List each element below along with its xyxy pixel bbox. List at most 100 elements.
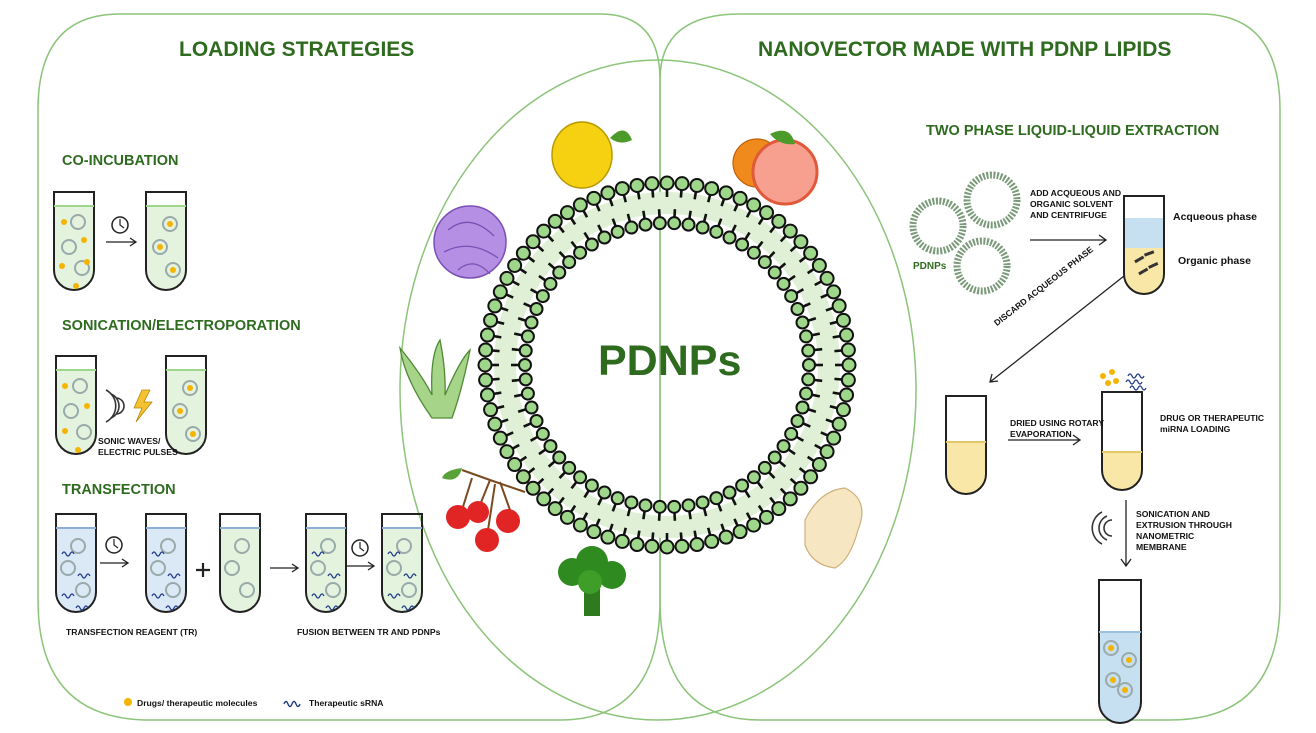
discard-arrow — [989, 275, 1125, 383]
sonication-tube-1 — [55, 355, 97, 455]
lemon-icon — [551, 121, 632, 189]
sonication-tube-2 — [165, 355, 207, 455]
lipid-head — [732, 524, 748, 540]
transfection-tube — [305, 513, 347, 613]
lipid-head — [767, 265, 782, 280]
cherry-icon — [442, 468, 526, 552]
lipid-head — [572, 517, 588, 533]
lipid-head — [524, 400, 539, 415]
lipid-head — [782, 491, 798, 507]
lipid-head — [547, 501, 563, 517]
broccoli-icon — [558, 546, 626, 616]
lipid-head — [790, 302, 805, 317]
lipid-head — [644, 538, 660, 554]
final-tube — [1098, 579, 1142, 724]
lipid-head — [831, 298, 847, 314]
left-panel-outline — [37, 13, 661, 721]
step1-line1: ADD ACQUEOUS AND — [1030, 188, 1122, 198]
lipid-head — [644, 176, 660, 192]
lipid-head — [559, 509, 575, 525]
legend-srna-label: Therapeutic sRNA — [309, 698, 384, 708]
lipid-head — [802, 358, 816, 372]
lipid-head — [499, 270, 515, 286]
lipid-head — [746, 517, 762, 533]
orange-icon — [732, 130, 819, 206]
arrow — [270, 563, 300, 573]
lipid-head — [573, 245, 588, 260]
lipid-head — [819, 270, 835, 286]
lipid-head — [839, 387, 855, 403]
lipid-head — [552, 450, 567, 465]
lipid-head — [586, 190, 602, 206]
lipid-head — [573, 470, 588, 485]
lipid-bilayer — [477, 175, 857, 555]
lipid-head — [674, 176, 690, 192]
lipid-head — [782, 223, 798, 239]
lipid-head — [759, 509, 775, 525]
lipid-head — [652, 216, 667, 231]
lipid-head — [776, 276, 791, 291]
lipid-head — [652, 499, 667, 514]
drug-dots — [1100, 369, 1119, 386]
lipid-head — [479, 327, 495, 343]
sound-wave-icon — [1091, 511, 1113, 545]
lipid-head — [638, 217, 653, 232]
lipid-head — [572, 197, 588, 213]
lightning-icon — [133, 389, 153, 423]
legend-drugs-label: Drugs/ therapeutic molecules — [137, 698, 258, 708]
dried-tube — [945, 395, 987, 495]
lipid-head — [695, 220, 710, 235]
legend-drug-dot — [124, 698, 132, 706]
lipid-head — [543, 439, 558, 454]
transfection-tube — [55, 513, 97, 613]
lipid-head — [536, 491, 552, 507]
center-ellipse — [399, 59, 917, 721]
lipid-head — [704, 181, 720, 197]
arrow — [1008, 434, 1082, 446]
lipid-head — [819, 444, 835, 460]
arrow — [1030, 234, 1108, 246]
co-incubation-tube-1 — [53, 191, 95, 291]
co-incubation-tube-2 — [145, 191, 187, 291]
lipid-head — [767, 450, 782, 465]
lipid-head — [487, 298, 503, 314]
lipid-head — [746, 245, 761, 260]
extraction-heading: TWO PHASE LIQUID-LIQUID EXTRACTION — [926, 123, 1220, 139]
lipid-head — [535, 426, 550, 441]
lipid-head — [803, 245, 819, 261]
co-incubation-heading: CO-INCUBATION — [62, 153, 179, 169]
lipid-head — [784, 426, 799, 441]
lipid-head — [803, 469, 819, 485]
lipid-head — [659, 175, 675, 191]
lipid-head — [586, 524, 602, 540]
lipid-head — [689, 537, 705, 553]
lipid-head — [518, 343, 533, 358]
lipid-head — [562, 460, 577, 475]
lipid-head — [839, 327, 855, 343]
lipid-head — [801, 372, 816, 387]
dried-line1: DRIED USING ROTARY — [1010, 418, 1105, 428]
lipid-head — [795, 400, 810, 415]
lipid-head — [483, 312, 499, 328]
lipid-head — [478, 372, 494, 388]
lipid-head — [518, 358, 532, 372]
lipid-head — [499, 444, 515, 460]
plus-sign — [196, 563, 210, 577]
transfection-tube — [381, 513, 423, 613]
left-title: LOADING STRATEGIES — [179, 38, 415, 61]
sonic-label-1: SONIC WAVES/ — [98, 436, 161, 446]
lipid-head — [735, 237, 750, 252]
lipid-head — [535, 289, 550, 304]
lipid-head — [840, 372, 856, 388]
lipid-head — [529, 413, 544, 428]
lipid-head — [529, 302, 544, 317]
lipid-head — [681, 217, 696, 232]
lipid-head — [704, 533, 720, 549]
cabbage-icon — [433, 205, 507, 279]
lipid-head — [757, 255, 772, 270]
lipid-head — [718, 185, 734, 201]
lipid-head — [831, 416, 847, 432]
lipid-head — [793, 234, 809, 250]
aqueous-phase-label: Acqueous phase — [1173, 211, 1258, 223]
lipid-head — [695, 495, 710, 510]
